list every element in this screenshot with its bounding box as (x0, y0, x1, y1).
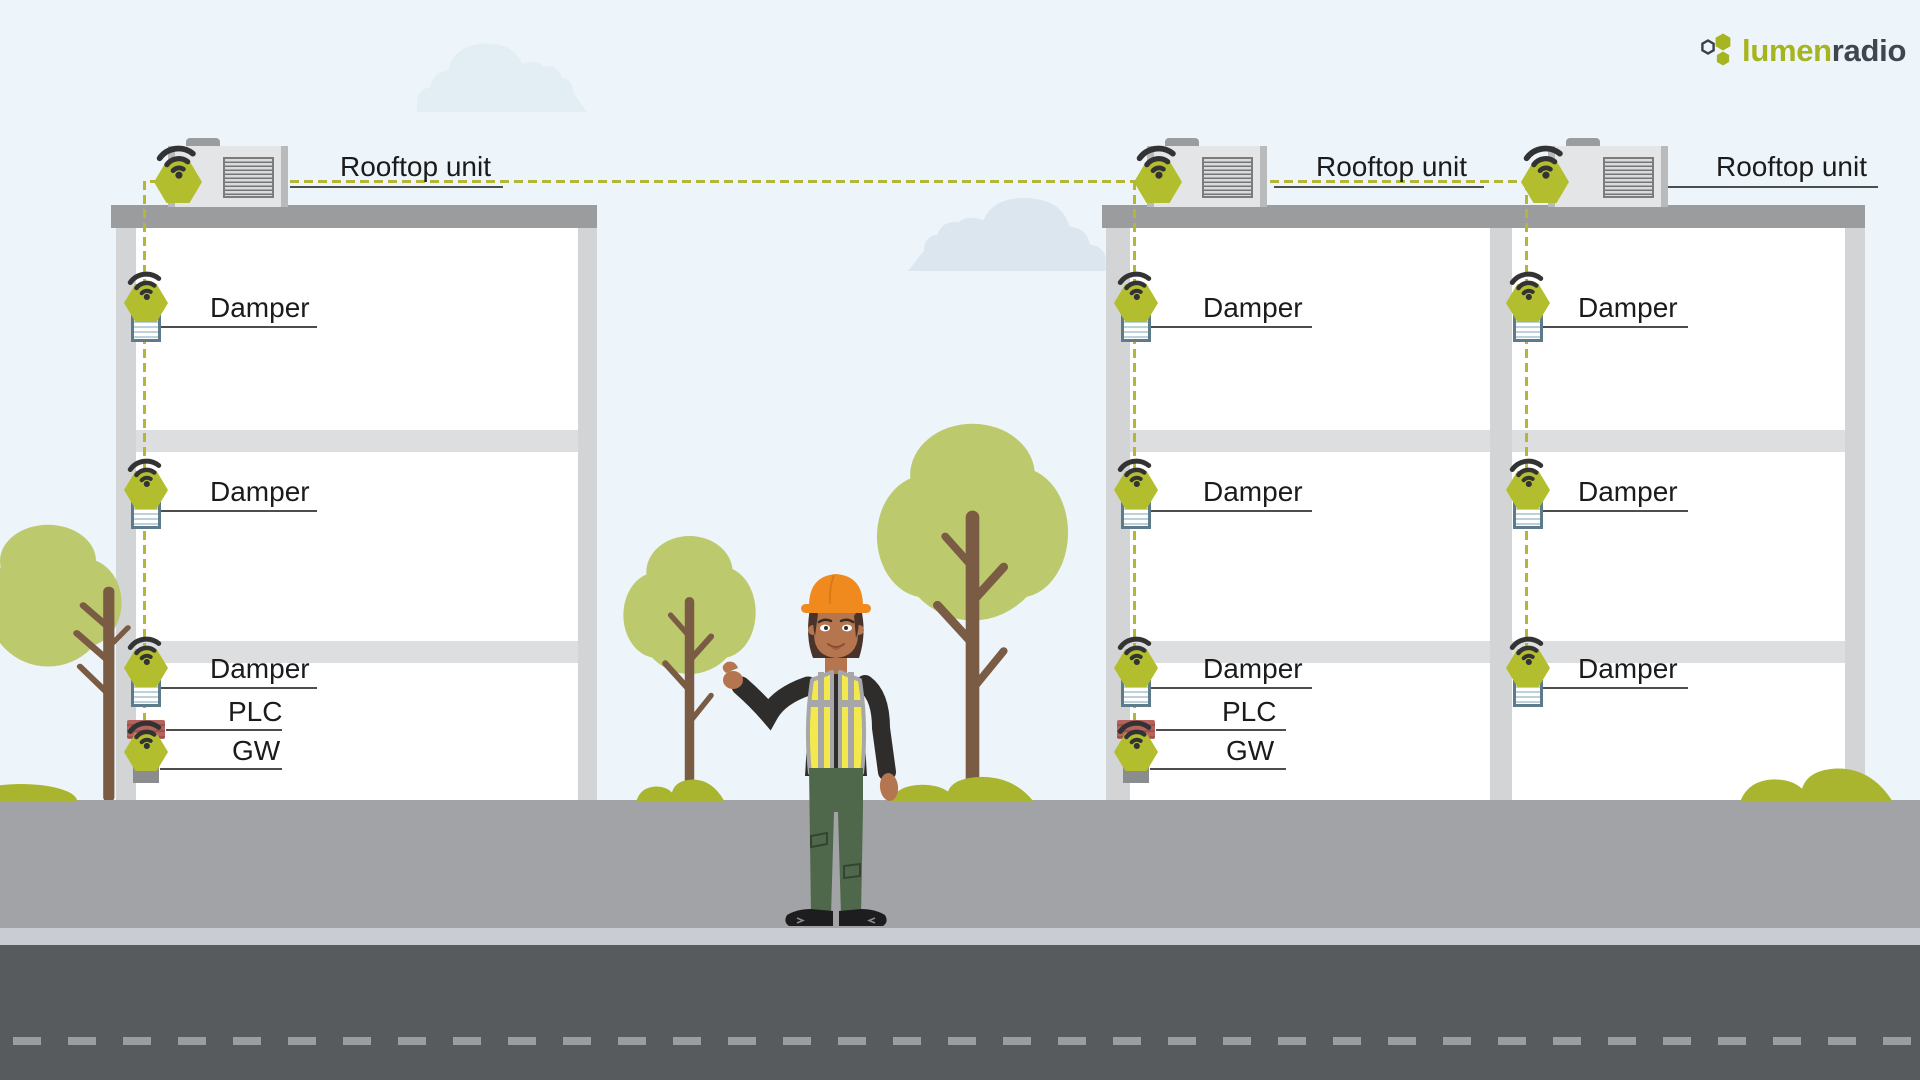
building-wall (1490, 228, 1512, 800)
road-surface (0, 945, 1920, 1080)
damper-label: Damper (1578, 653, 1678, 684)
damper-node (124, 471, 168, 529)
wifi-icon (1132, 139, 1184, 181)
rooftop-unit-label: Rooftop unit (1716, 151, 1867, 182)
ac-grille (223, 157, 274, 198)
bush (1736, 763, 1896, 802)
label-leader (1274, 186, 1484, 188)
damper-node (124, 649, 168, 707)
rooftop-unit-label: Rooftop unit (340, 151, 491, 182)
label-leader (1156, 729, 1286, 731)
damper-label: Damper (210, 653, 310, 684)
rooftop-radio-node (154, 161, 202, 203)
label-leader (1542, 510, 1688, 512)
label-leader (160, 326, 317, 328)
wifi-icon (124, 453, 168, 489)
rooftop-ac-unit-icon (1548, 138, 1668, 207)
building-wall (1845, 228, 1865, 800)
label-leader (1150, 768, 1286, 770)
ac-grille (1603, 157, 1654, 198)
rooftop-unit-label: Rooftop unit (1316, 151, 1467, 182)
wifi-icon (1519, 139, 1571, 181)
floor-slab (136, 641, 578, 663)
wifi-icon (1114, 266, 1158, 302)
sidewalk (0, 800, 1920, 928)
damper-node (1114, 284, 1158, 342)
label-leader (160, 687, 317, 689)
damper-node (1506, 284, 1550, 342)
ac-handle (186, 138, 220, 146)
rooftop-radio-node (1134, 161, 1182, 203)
plc-label: PLC (1222, 696, 1277, 727)
gw-label: GW (232, 735, 281, 766)
wifi-icon (1114, 631, 1158, 667)
mesh-link-left-column (143, 181, 146, 724)
label-leader (160, 510, 317, 512)
floor-slab (1130, 641, 1845, 663)
label-leader (290, 186, 503, 188)
ac-handle (1165, 138, 1199, 146)
mesh-link-rooftop (150, 180, 1545, 183)
damper-label: Damper (210, 476, 310, 507)
cloud (415, 36, 630, 112)
label-leader (1150, 326, 1312, 328)
wifi-icon (124, 266, 168, 302)
cloud (858, 190, 1108, 271)
brand-word-primary: lumen (1742, 33, 1832, 68)
gateway-node (124, 733, 168, 783)
wifi-icon (1506, 266, 1550, 302)
building-room (1512, 228, 1845, 800)
damper-node (1506, 649, 1550, 707)
wifi-icon (124, 715, 168, 751)
mesh-link-right-column (1525, 181, 1528, 670)
brand-wordmark: lumenradio (1742, 35, 1906, 66)
wifi-icon (1506, 631, 1550, 667)
building-wall (578, 228, 597, 800)
damper-node (1114, 471, 1158, 529)
damper-label: Damper (1578, 292, 1678, 323)
floor-slab (1130, 430, 1845, 452)
floor-slab (136, 430, 578, 452)
label-leader (160, 768, 282, 770)
damper-label: Damper (1203, 476, 1303, 507)
wifi-icon (1114, 715, 1158, 751)
building-room (136, 228, 578, 800)
logo-hexagons-icon (1701, 33, 1731, 66)
brand-logo: lumenradio (1698, 30, 1906, 70)
curb-strip (0, 928, 1920, 945)
wifi-icon (152, 139, 204, 181)
grass-mound (0, 784, 77, 801)
ac-grille (1202, 157, 1253, 198)
roof-slab (1102, 205, 1865, 228)
building-room (1130, 228, 1490, 800)
damper-label: Damper (1578, 476, 1678, 507)
gateway-node (1114, 733, 1158, 783)
label-leader (1666, 186, 1878, 188)
label-leader (166, 729, 282, 731)
label-leader (1150, 687, 1312, 689)
damper-label: Damper (1203, 292, 1303, 323)
damper-label: Damper (1203, 653, 1303, 684)
wifi-icon (1506, 453, 1550, 489)
brand-word-secondary: radio (1831, 33, 1907, 68)
mesh-link-mid-column (1133, 181, 1136, 724)
gw-label: GW (1226, 735, 1275, 766)
label-leader (1150, 510, 1312, 512)
damper-node (124, 284, 168, 342)
construction-worker (722, 574, 899, 926)
wifi-icon (1114, 453, 1158, 489)
label-leader (1542, 326, 1688, 328)
ac-handle (1566, 138, 1600, 146)
damper-label: Damper (210, 292, 310, 323)
road-center-line (0, 1037, 1920, 1045)
plc-label: PLC (228, 696, 283, 727)
label-leader (1542, 687, 1688, 689)
roof-slab (111, 205, 597, 228)
damper-node (1114, 649, 1158, 707)
rooftop-radio-node (1521, 161, 1569, 203)
damper-node (1506, 471, 1550, 529)
wifi-icon (124, 631, 168, 667)
